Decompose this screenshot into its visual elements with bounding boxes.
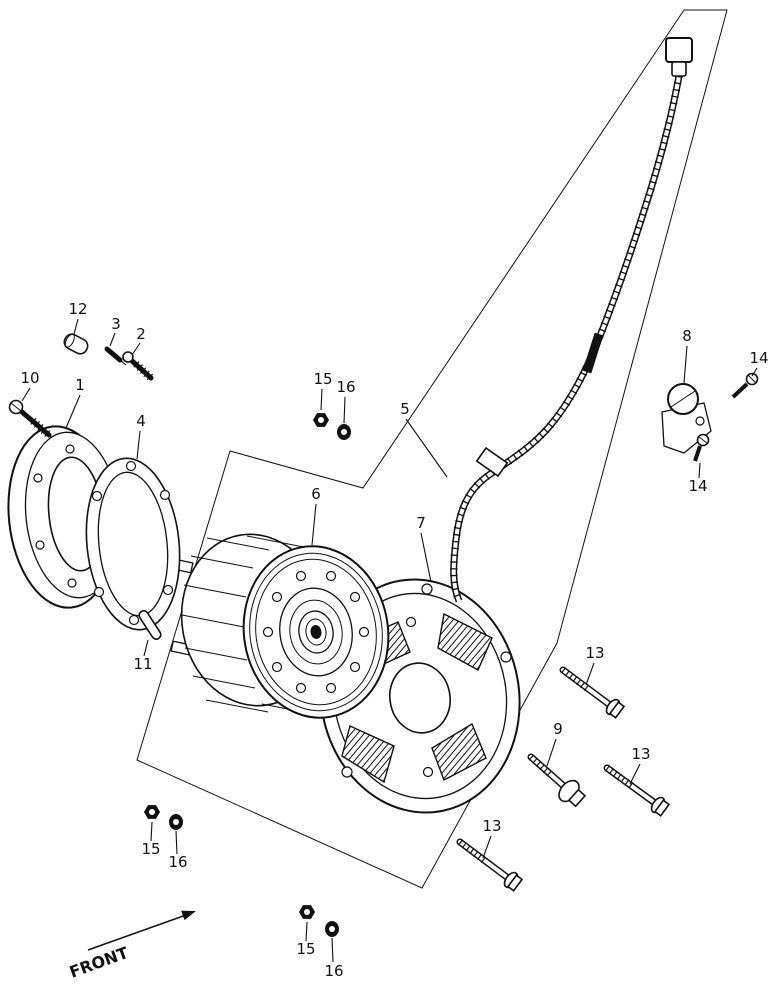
callout-4: 4 [136,412,146,430]
callout-12: 12 [68,300,87,318]
callout-11: 11 [133,655,152,673]
callout-leader-lines [21,318,758,963]
callout-14-a: 14 [749,349,768,367]
rotor-center-hole [310,625,322,639]
callout-13-a: 13 [585,644,604,662]
stator-coil [341,725,395,784]
callout-5: 5 [400,400,410,418]
callout-15-a: 15 [313,370,332,388]
part-5-wire-harness [450,37,693,603]
callout-13-b: 13 [631,745,650,763]
part-16-washer-c [325,921,339,937]
part-9-flange-bolt [527,753,587,808]
harness-connector-neck [671,61,687,77]
front-arrowhead [181,910,196,921]
part-13-bolt-c [456,838,524,892]
part-15-nut-c [299,905,315,919]
part-6-flywheel-rotor [170,533,390,719]
part-16-washer-a [337,424,351,440]
callout-16-a: 16 [336,378,355,396]
callout-15-c: 15 [296,940,315,958]
callout-6: 6 [311,485,321,503]
part-13-bolt-b [603,764,671,817]
part-4-gasket [85,457,181,631]
part-14-screw-upper [731,372,759,399]
part-11-dowel-pin [138,610,162,640]
callout-2: 2 [136,325,146,343]
harness-inline-connector [475,446,509,478]
part-2-screw [122,351,154,381]
callout-16-c: 16 [324,962,343,980]
part-15-nut-a [313,413,329,427]
part-15-nut-b [144,805,160,819]
stator-coil [431,722,487,781]
harness-connector-cap [665,37,693,63]
callout-7: 7 [416,514,426,532]
harness-sleeve-band [582,332,604,374]
part-14-screw-lower [693,433,710,462]
stator-coil [437,612,493,671]
callout-13-c: 13 [482,817,501,835]
part-10-screw [8,399,52,439]
callout-10: 10 [20,369,39,387]
callout-15-b: 15 [141,840,160,858]
callout-9: 9 [553,720,563,738]
part-13-bolt-a [559,666,626,719]
callout-labels: 10 1 12 3 2 4 15 16 5 8 14 14 6 7 11 13 … [20,300,768,980]
callout-3: 3 [111,315,121,333]
assembly-boundary-outline [136,9,728,889]
callout-8: 8 [682,327,692,345]
part-16-washer-b [169,814,183,830]
part-12-collar [63,333,89,355]
callout-14-b: 14 [688,477,707,495]
part-3-small-screw [104,346,127,366]
callout-16-b: 16 [168,853,187,871]
callout-1: 1 [75,376,85,394]
